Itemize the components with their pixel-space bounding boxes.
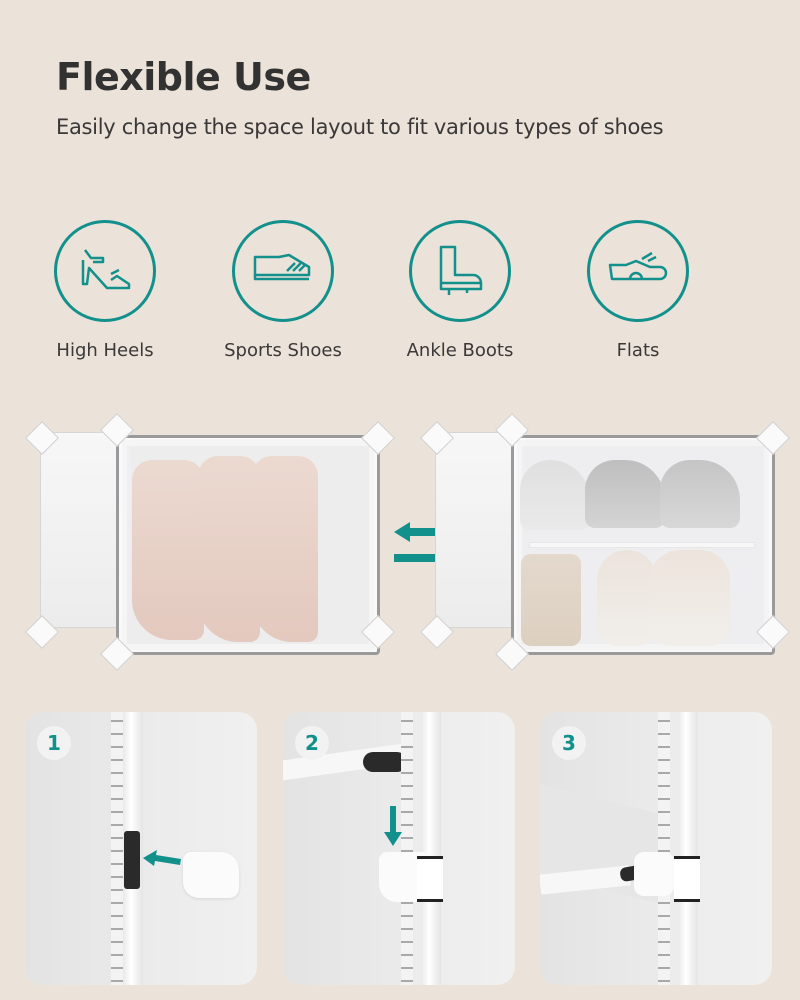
shoe-type-ankle-boots: Ankle Boots [370,220,550,361]
arrow-left-icon [143,850,181,866]
shoe-type-label: Sports Shoes [224,340,342,361]
shoe-type-label: High Heels [56,340,154,361]
page-title: Flexible Use [56,55,311,99]
high-heel-icon [54,220,156,322]
cabinet-boots-illustration [25,413,395,671]
sneaker-icon [232,220,334,322]
boot-image [198,456,260,642]
shoe-type-flats: Flats [548,220,728,361]
assembly-steps: 1 2 3 [0,712,800,987]
boot-icon [409,220,511,322]
boot-image [252,456,318,642]
flat-shoe-icon [587,220,689,322]
shoe-type-sports-shoes: Sports Shoes [193,220,373,361]
boot-image [132,460,204,640]
step-number-badge: 2 [295,726,329,760]
page-subtitle: Easily change the space layout to fit va… [56,115,664,139]
step-2-panel: 2 [283,712,515,985]
shoe-type-high-heels: High Heels [15,220,195,361]
step-number-badge: 3 [552,726,586,760]
step-3-panel: 3 [540,712,772,985]
step-1-panel: 1 [25,712,257,985]
shoe-type-label: Flats [616,340,660,361]
arrow-down-icon [384,806,402,846]
shoe-type-label: Ankle Boots [406,340,514,361]
cabinet-shelves-illustration [420,413,790,671]
shoe-types-row: High Heels Sports Shoes Ankle Boots [0,220,800,361]
step-number-badge: 1 [37,726,71,760]
